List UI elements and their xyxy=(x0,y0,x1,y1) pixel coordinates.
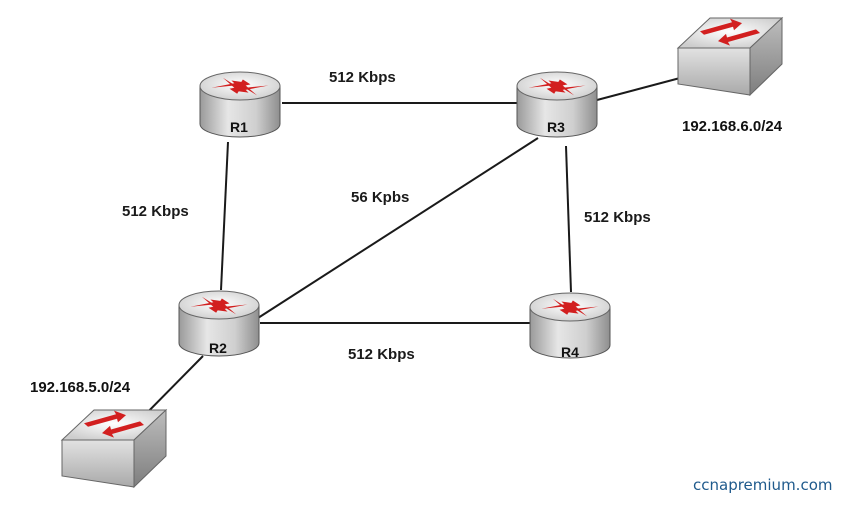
switch-top[interactable] xyxy=(676,16,784,97)
link-r1-r2 xyxy=(220,141,229,291)
router-r4[interactable]: R4 xyxy=(529,292,611,360)
router-label-r4: R4 xyxy=(561,344,579,360)
network-label-top: 192.168.6.0/24 xyxy=(682,118,783,135)
switch-bottom[interactable] xyxy=(60,408,168,489)
links xyxy=(131,77,681,429)
link-label-r1-r2: 512 Kbps xyxy=(122,203,189,220)
link-label-r1-r3: 512 Kbps xyxy=(329,69,396,86)
link-label-r2-r3: 56 Kpbs xyxy=(351,189,409,206)
link-label-r2-r4: 512 Kbps xyxy=(348,346,415,363)
router-label-r3: R3 xyxy=(547,119,565,135)
router-r3[interactable]: R3 xyxy=(516,71,598,138)
router-r1[interactable]: R1 xyxy=(199,71,281,138)
site-watermark: ccnapremium.com xyxy=(693,476,833,494)
network-label-bottom: 192.168.5.0/24 xyxy=(30,379,131,396)
link-r3-r4 xyxy=(565,145,572,293)
router-r2[interactable]: R2 xyxy=(178,290,260,357)
link-label-r3-r4: 512 Kbps xyxy=(584,209,651,226)
link-r3-switch-top xyxy=(596,77,681,101)
router-label-r2: R2 xyxy=(209,340,227,356)
link-r2-r3 xyxy=(257,137,539,319)
link-labels: 512 Kbps 512 Kbps 56 Kpbs 512 Kbps 512 K… xyxy=(122,69,651,363)
router-label-r1: R1 xyxy=(230,119,248,135)
